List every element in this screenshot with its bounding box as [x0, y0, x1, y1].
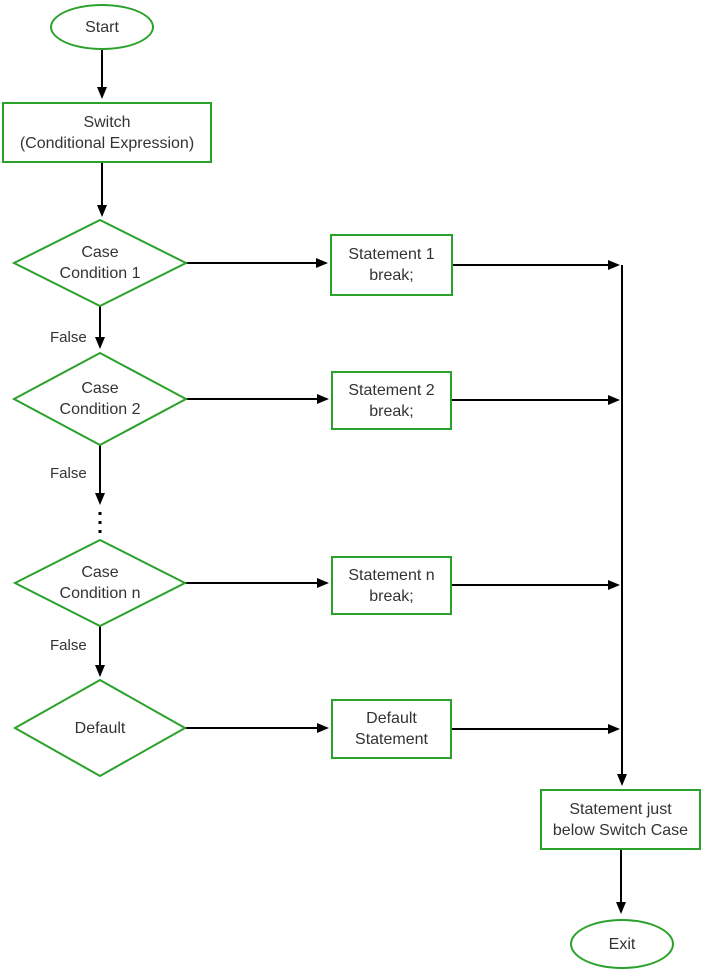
statement-below-switch-node: Statement just below Switch Case	[540, 789, 701, 850]
casen-line1: Case	[81, 564, 119, 581]
case-condition-1-label: Case Condition 1	[14, 220, 186, 306]
start-label: Start	[85, 18, 119, 36]
stmt1-line2: break;	[369, 267, 414, 284]
switch-label-line2: (Conditional Expression)	[19, 134, 195, 152]
switch-label-line1: Switch	[83, 113, 131, 131]
exit-node: Exit	[570, 919, 674, 969]
statement-2-node: Statement 2 break;	[331, 371, 452, 430]
case-condition-1-diamond	[11, 218, 189, 308]
default-stmt-line1: Default	[366, 710, 417, 727]
statement-1-node: Statement 1 break;	[330, 234, 453, 296]
case-condition-2-label: Case Condition 2	[14, 353, 186, 445]
default-statement-node: Default Statement	[331, 699, 452, 759]
case-condition-n-diamond	[12, 538, 188, 628]
default-case-text: Default	[74, 719, 126, 737]
false-label-1: False	[50, 329, 87, 346]
below-switch-line2: below Switch Case	[552, 821, 689, 839]
false-label-2: False	[50, 465, 87, 482]
case1-line1: Case	[81, 244, 119, 261]
exit-label: Exit	[608, 935, 636, 953]
default-diamond	[12, 678, 188, 778]
stmtn-line2: break;	[369, 587, 414, 605]
stmt2-line1: Statement 2	[348, 381, 435, 399]
default-label: Default	[15, 680, 185, 776]
default-stmt-line2: Statement	[355, 731, 428, 748]
switch-node: Switch (Conditional Expression)	[2, 102, 212, 163]
case2-line1: Case	[81, 380, 119, 397]
stmt1-line1: Statement 1	[348, 246, 435, 263]
stmt2-line2: break;	[369, 402, 414, 420]
statement-n-node: Statement n break;	[331, 556, 452, 615]
stmtn-line1: Statement n	[348, 566, 435, 584]
below-switch-line1: Statement just	[569, 800, 672, 818]
casen-line2: Condition n	[59, 585, 141, 602]
case2-line2: Condition 2	[59, 401, 141, 418]
case1-line2: Condition 1	[59, 265, 141, 282]
false-label-3: False	[50, 637, 87, 654]
start-node: Start	[50, 4, 154, 50]
case-condition-n-label: Case Condition n	[15, 540, 185, 626]
case-condition-2-diamond	[11, 351, 189, 447]
